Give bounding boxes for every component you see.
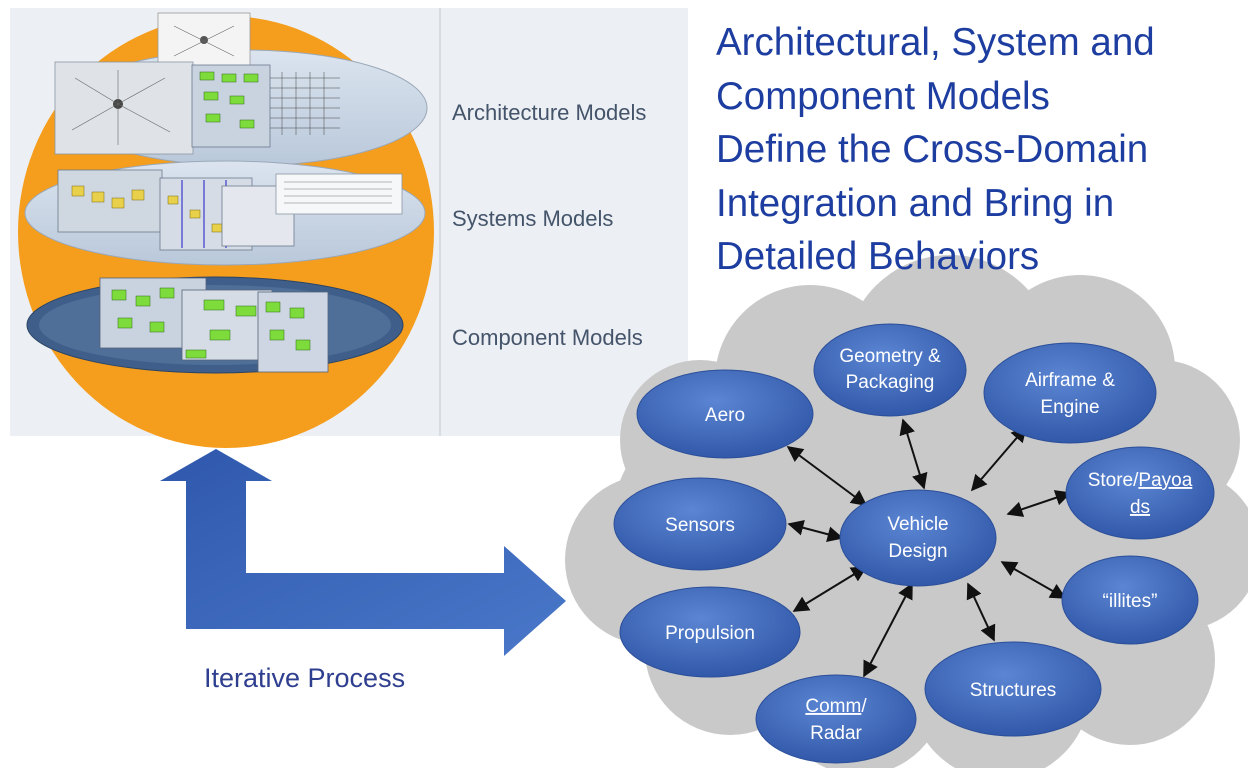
connector-airframe (970, 425, 1028, 492)
headline-line: Integration and Bring in (716, 181, 1115, 225)
node-comm-label-2: Radar (810, 723, 862, 744)
iterative-process-arrow (160, 449, 566, 656)
node-structures: Structures (924, 641, 1102, 737)
node-store-payloads: Store/Payoa ds (1065, 446, 1215, 540)
node-structures-label: Structures (970, 680, 1057, 701)
node-illites: “illites” (1061, 555, 1199, 645)
connector-store (1006, 490, 1072, 517)
connector-propulsion (792, 566, 868, 612)
node-illites-label: “illites” (1103, 591, 1158, 612)
connector-aero (786, 446, 868, 506)
hub-label-2: Design (888, 541, 947, 562)
node-airframe-label-2: Engine (1040, 397, 1099, 418)
node-aero: Aero (636, 369, 814, 459)
iterative-process-label: Iterative Process (204, 663, 406, 693)
connector-sensors (787, 519, 844, 543)
node-airframe-label-1: Airframe & (1025, 370, 1115, 391)
headline-line: Define the Cross-Domain (716, 128, 1149, 171)
node-airframe-engine: Airframe & Engine (983, 342, 1157, 444)
node-geometry-label-1: Geometry & (839, 346, 941, 367)
node-store-label-1: Store/Payoa (1088, 470, 1193, 491)
node-geometry-packaging: Geometry & Packaging (813, 323, 967, 417)
node-sensors-label: Sensors (665, 515, 735, 536)
headline-line: Component Models (716, 74, 1050, 118)
node-comm-label-1: Comm/ (805, 696, 867, 717)
connector-structures (966, 582, 996, 642)
node-store-label-2: ds (1130, 497, 1150, 518)
headline: Architectural, System and Component Mode… (716, 16, 1236, 284)
component-thumbnails (99, 277, 329, 373)
connector-illites (1000, 561, 1067, 599)
architecture-models-label: Architecture Models (452, 100, 647, 125)
connector-arrows (786, 418, 1072, 678)
hub-label-1: Vehicle (887, 514, 948, 535)
node-aero-label: Aero (705, 405, 745, 426)
node-sensors: Sensors (613, 477, 787, 571)
node-vehicle-design: Vehicle Design (839, 489, 997, 587)
node-propulsion-label: Propulsion (665, 623, 755, 644)
component-models-label: Component Models (452, 325, 643, 350)
systems-models-label: Systems Models (452, 206, 614, 231)
architecture-thumbnails (54, 12, 340, 155)
connector-geometry (899, 418, 928, 490)
node-comm-radar: Comm/ Radar (755, 674, 917, 764)
model-stack-panel (10, 8, 688, 448)
node-propulsion: Propulsion (619, 586, 801, 678)
systems-thumbnails (57, 169, 403, 251)
headline-line: Architectural, System and (716, 21, 1155, 64)
headline-line: Detailed Behaviors (716, 235, 1040, 278)
connector-comm (863, 582, 913, 678)
node-geometry-label-2: Packaging (846, 372, 935, 393)
